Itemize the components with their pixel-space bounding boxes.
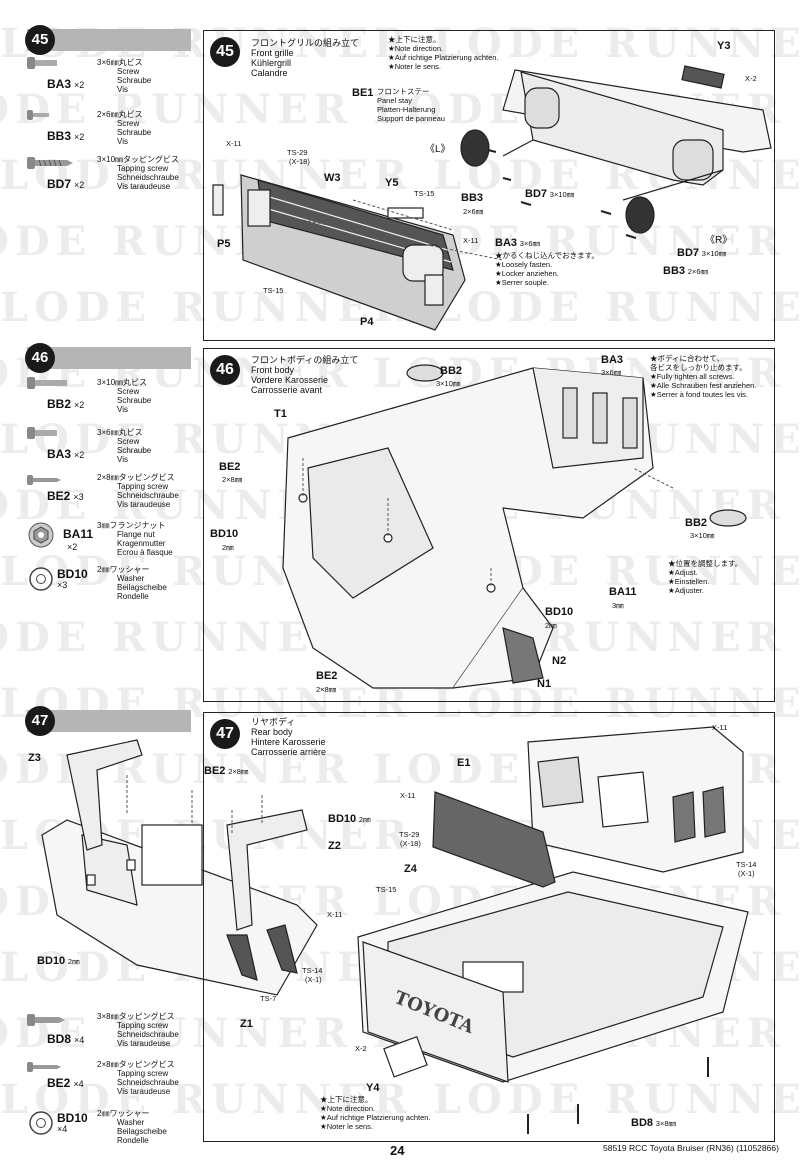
part-label-e1: E1 — [457, 757, 471, 769]
step-45-diagram-panel — [203, 30, 775, 341]
part-label-ba3: BA3 3×6㎜ — [495, 237, 541, 249]
part-label-z1: Z1 — [240, 1018, 253, 1030]
sticker-ts15: TS-15 — [414, 189, 435, 198]
pan-screw-icon — [27, 377, 67, 389]
step-47-diagram-panel — [203, 712, 775, 1142]
part-label-t1: T1 — [274, 408, 287, 420]
front-grille-illustration — [212, 65, 772, 331]
tapping-screw-icon — [27, 475, 61, 485]
part-label-bd10-left: BD10 2㎜ — [37, 955, 80, 967]
sticker-x11: X-11 — [226, 139, 242, 148]
part-label-bb2-right: BB2 — [685, 517, 708, 529]
part-label-y4: Y4 — [366, 1082, 380, 1094]
part-label-z4: Z4 — [404, 863, 417, 875]
tapping-screw-icon — [27, 1062, 61, 1072]
part-label-z2: Z2 — [328, 840, 341, 852]
sticker-ts15: TS-15 — [376, 885, 397, 894]
sticker-x11: X-11 — [327, 910, 343, 919]
part-label-be1: BE1 — [352, 87, 374, 99]
step-46-diagram-panel — [203, 348, 775, 702]
washer-icon — [29, 567, 53, 591]
sticker-x2: X-2 — [745, 74, 757, 83]
step-45-header-bar: 45 — [25, 25, 191, 55]
note-fully-tighten: ★ボディに合わせて、各ビスをしっかり止めます。★Fully tighten al… — [650, 354, 757, 399]
step-47-header-bar: 47 — [25, 706, 191, 736]
part-label-ba3: BA3 — [601, 354, 624, 366]
part-label-bd10: BD10 2㎜ — [328, 813, 371, 825]
flange-nut-icon — [28, 522, 54, 548]
part-label-bd10-lower: BD10 — [545, 606, 574, 618]
part-label-bd7: BD7 3×10㎜ — [525, 188, 575, 200]
step-47-number: 47 — [210, 719, 240, 749]
sticker-ts14: TS-14 — [302, 966, 323, 975]
part-label-bb2: BB2 — [440, 365, 463, 377]
rear-bed-frame-illustration — [41, 739, 318, 996]
pan-screw-icon — [27, 110, 49, 120]
sticker-ts14: TS-14 — [736, 860, 757, 869]
part-label-y5: Y5 — [385, 177, 399, 189]
sticker-x11-cab: X-11 — [712, 723, 728, 732]
part-label-bd7-right: BD7 3×10㎜ — [677, 247, 727, 259]
pan-screw-icon — [27, 57, 57, 69]
note-adjust: ★位置を調整します。★Adjust.★Einstellen.★Adjuster. — [668, 559, 743, 595]
part-label-be2-lower: BE2 — [316, 670, 338, 682]
sticker-ts29: TS-29 — [399, 830, 420, 839]
step-46-number: 46 — [210, 355, 240, 385]
washer-icon — [29, 1111, 53, 1135]
part-label-z3: Z3 — [28, 752, 41, 764]
right-marker: 《R》 — [705, 235, 733, 246]
note-direction: ★上下に注意。★Note direction.★Auf richtige Pla… — [320, 1095, 431, 1131]
part-label-bd8: BD8 3×8㎜ — [631, 1117, 677, 1129]
part-label-w3: W3 — [324, 172, 341, 184]
step-number-badge: 45 — [25, 25, 55, 55]
part-label-ba11: BA11 — [609, 586, 637, 598]
step-number-badge: 47 — [25, 706, 55, 736]
front-body-illustration — [282, 364, 747, 689]
part-label-y3: Y3 — [717, 40, 731, 52]
part-label-p4: P4 — [360, 316, 374, 328]
sticker-ts15-lower: TS-15 — [263, 286, 284, 295]
sticker-x2: X-2 — [355, 1044, 367, 1053]
part-label-p5: P5 — [217, 238, 231, 250]
sticker-x11: X-11 — [400, 791, 416, 800]
note-direction: ★上下に注意。★Note direction.★Auf richtige Pla… — [388, 35, 499, 71]
part-label-n1: N1 — [537, 678, 552, 690]
note-loosely-fasten: ★かるくねじ込んでおきます。★Loosely fasten.★Locker an… — [495, 251, 599, 287]
page-number: 24 — [390, 1143, 405, 1158]
document-code: 58519 RCC Toyota Bruiser (RN36) (1105286… — [603, 1143, 779, 1153]
step-number-badge: 46 — [25, 343, 55, 373]
rear-body-illustration: TOYOTA — [357, 726, 749, 1134]
step-45-number: 45 — [210, 37, 240, 67]
sticker-ts7: TS-7 — [260, 994, 277, 1003]
step-46-header-bar: 46 — [25, 343, 191, 373]
part-label-be2: BE2 — [219, 461, 241, 473]
part-label-be2: BE2 2×8㎜ — [204, 765, 249, 777]
sticker-ts29: TS-29 — [287, 148, 308, 157]
watermark-row: LODE RUNNER LODE RUNNER — [0, 1076, 800, 1123]
tapping-screw-icon — [27, 157, 73, 169]
pan-screw-icon — [27, 427, 57, 439]
part-label-n2: N2 — [552, 655, 567, 667]
tapping-screw-icon — [27, 1014, 65, 1026]
part-label-bb3: BB3 — [461, 192, 484, 204]
part-label-bb3-right: BB3 2×6㎜ — [663, 265, 709, 277]
part-label-bd10: BD10 — [210, 528, 239, 540]
left-marker: 《L》 — [425, 144, 451, 155]
sticker-x11-right: X-11 — [463, 236, 479, 245]
